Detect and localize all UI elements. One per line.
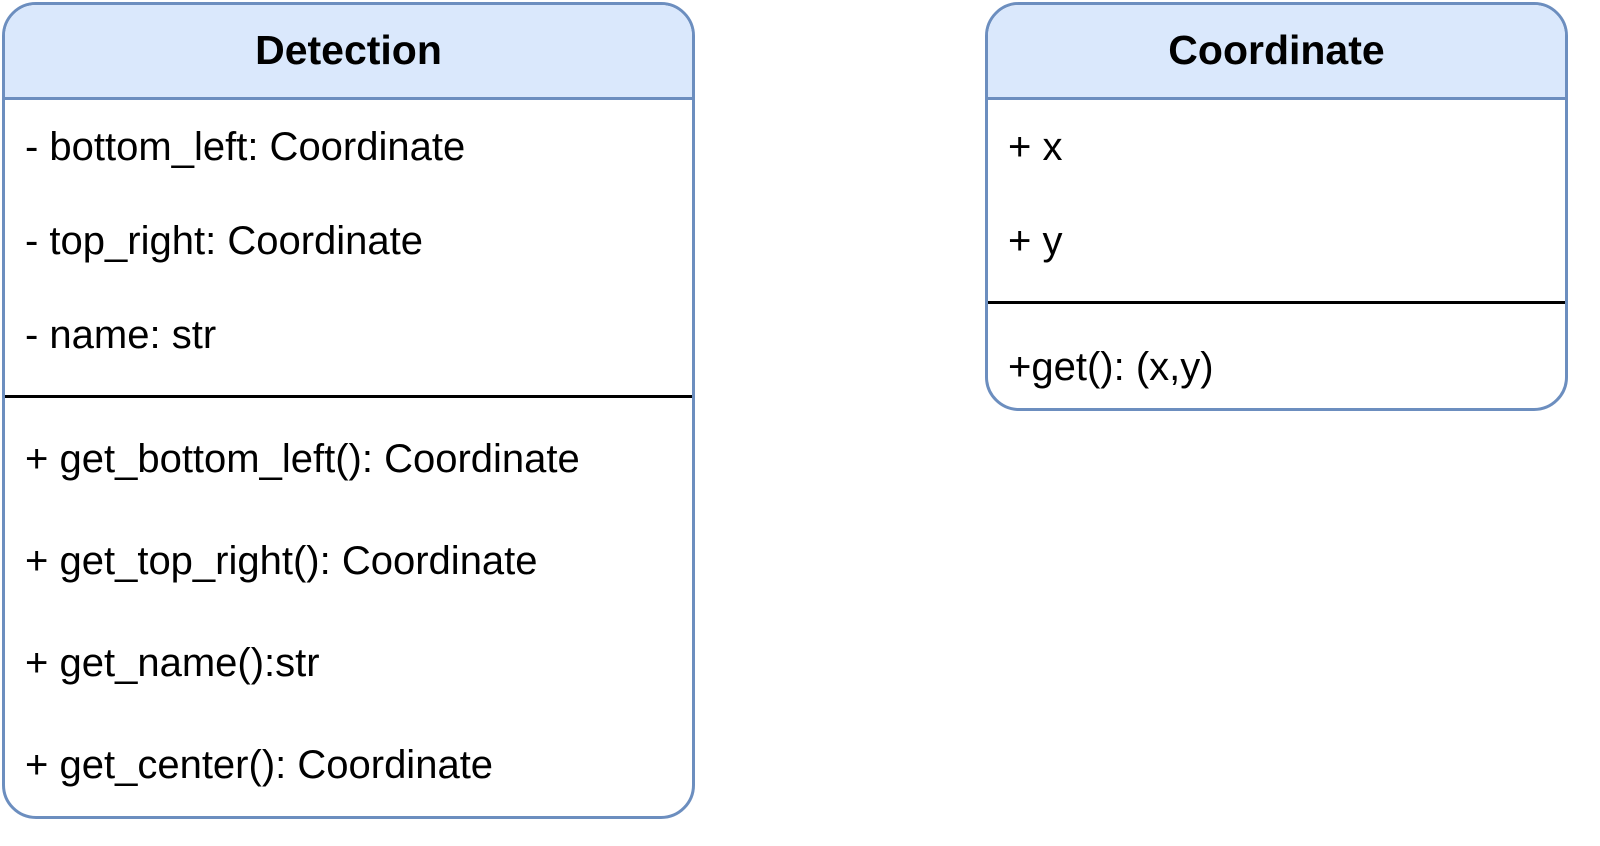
method-get-bottom-left: + get_bottom_left(): Coordinate — [25, 436, 580, 481]
method-get: +get(): (x,y) — [1008, 344, 1214, 389]
attribute-bottom-left: - bottom_left: Coordinate — [25, 124, 466, 169]
attribute-x: + x — [1008, 124, 1063, 169]
coordinate-methods: +get(): (x,y) — [988, 304, 1565, 408]
attribute-y: + y — [1008, 218, 1063, 263]
class-title-coordinate: Coordinate — [988, 5, 1565, 100]
coordinate-divider — [988, 301, 1565, 304]
detection-attributes: - bottom_left: Coordinate - top_right: C… — [5, 100, 692, 395]
method-get-center: + get_center(): Coordinate — [25, 742, 494, 787]
attribute-top-right: - top_right: Coordinate — [25, 218, 424, 263]
coordinate-class-box: Coordinate + x + y +get(): (x,y) — [985, 2, 1568, 411]
detection-methods: + get_bottom_left(): Coordinate + get_to… — [5, 398, 692, 816]
detection-class-box: Detection - bottom_left: Coordinate - to… — [2, 2, 695, 819]
attribute-name: - name: str — [25, 312, 217, 357]
coordinate-attributes: + x + y — [988, 100, 1565, 301]
method-get-top-right: + get_top_right(): Coordinate — [25, 538, 538, 583]
detection-divider — [5, 395, 692, 398]
method-get-name: + get_name():str — [25, 640, 320, 685]
class-title-detection: Detection — [5, 5, 692, 100]
